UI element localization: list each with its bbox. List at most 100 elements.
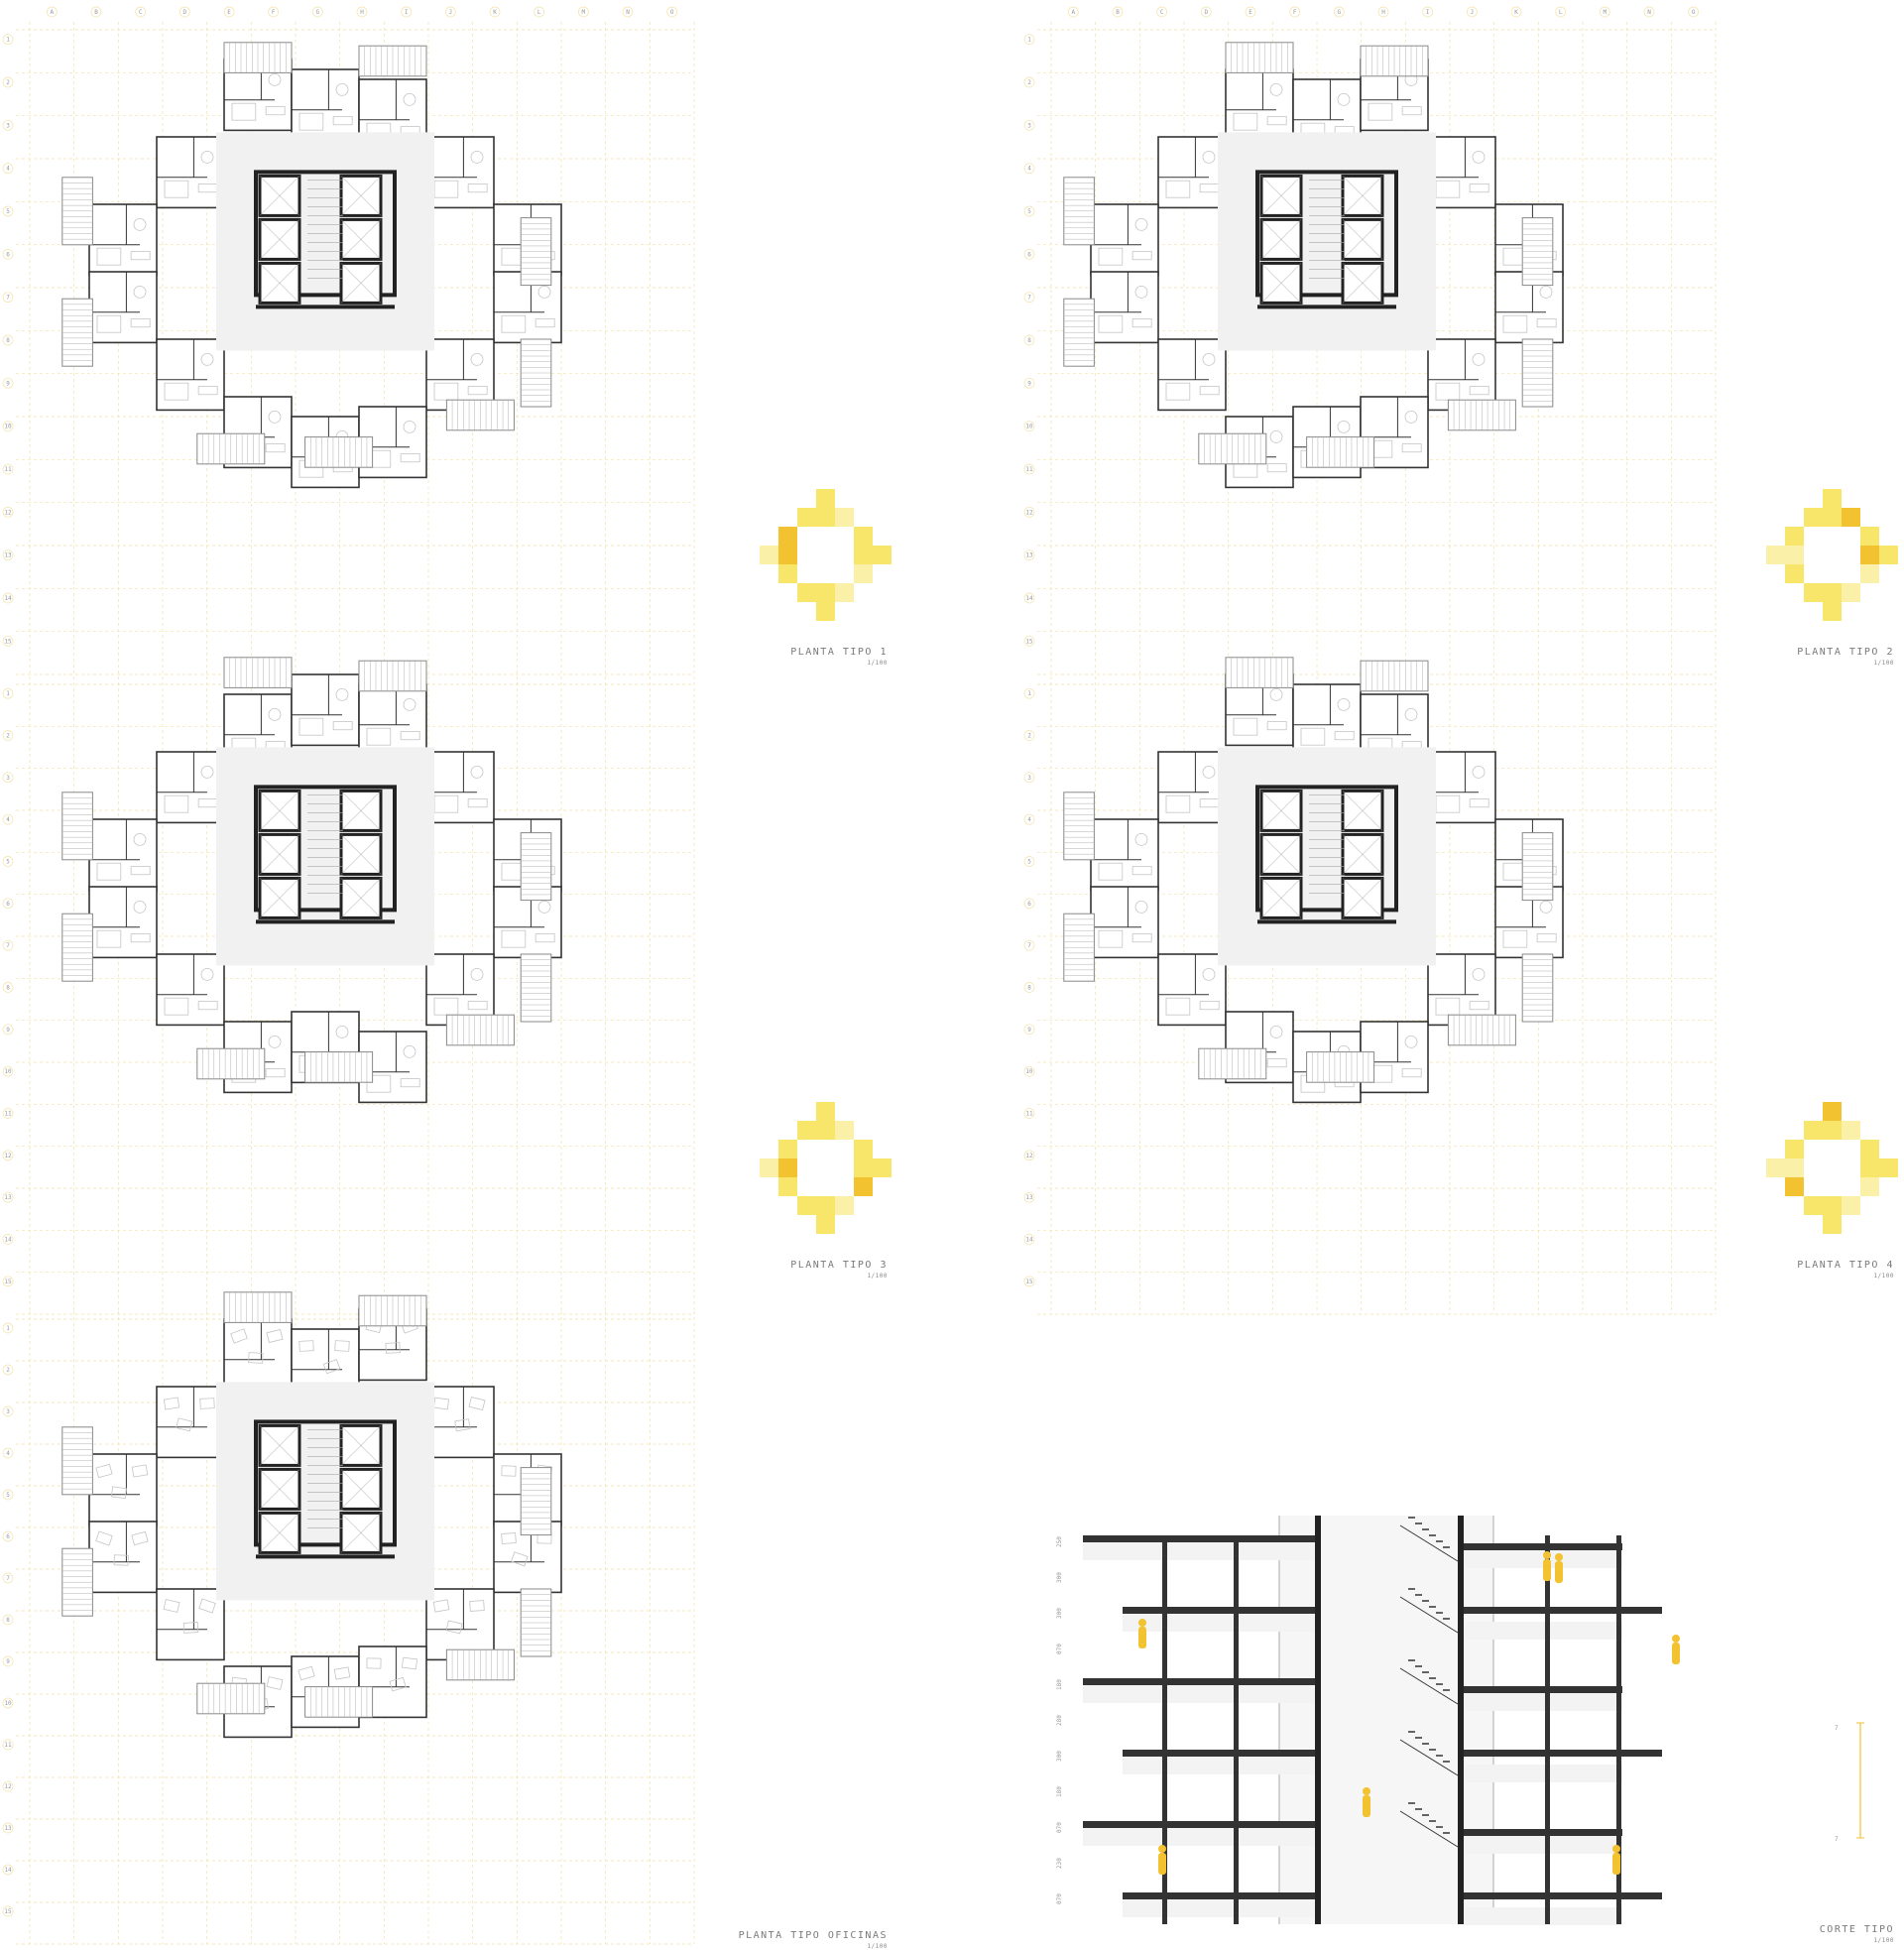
grid-bubble-row bbox=[1023, 506, 1035, 518]
grid-row-label: 3 bbox=[1027, 122, 1031, 129]
key-map-cell bbox=[1804, 583, 1823, 602]
plan-caption-tipo-1: PLANTA TIPO 1 1/100 bbox=[754, 647, 888, 667]
apartment-unit bbox=[425, 1588, 495, 1661]
sofa bbox=[1469, 386, 1489, 396]
person-figure bbox=[1158, 1845, 1166, 1875]
office-desk bbox=[163, 1599, 180, 1613]
grid-bubble-row bbox=[2, 1191, 14, 1203]
office-desk bbox=[445, 1620, 463, 1635]
table bbox=[1269, 688, 1283, 701]
shaft-cross bbox=[259, 878, 300, 918]
level-height-label: 180 bbox=[1056, 1679, 1063, 1690]
ceiling-shade bbox=[1083, 1542, 1315, 1560]
grid-bubble-column bbox=[1555, 6, 1567, 18]
grid-bubble-row bbox=[2, 1364, 14, 1376]
table bbox=[403, 698, 416, 711]
table bbox=[1202, 968, 1216, 981]
apartment-unit bbox=[88, 1453, 158, 1526]
key-map-cell bbox=[873, 1158, 892, 1177]
apartment-unit bbox=[1090, 818, 1159, 892]
grid-row-label: 2 bbox=[6, 1367, 10, 1374]
grid-row-label: 6 bbox=[1027, 901, 1031, 908]
grid-row-label: 13 bbox=[1025, 1194, 1033, 1201]
plan-scale: 1/100 bbox=[1873, 660, 1894, 667]
key-map-cell bbox=[797, 508, 816, 527]
grid-bubble-row bbox=[2, 856, 14, 867]
floor-slab bbox=[1464, 1686, 1622, 1693]
table bbox=[1134, 285, 1148, 299]
grid-bubble-row bbox=[1023, 549, 1035, 561]
grid-row-label: 9 bbox=[6, 1658, 10, 1665]
sofa bbox=[130, 251, 151, 261]
grid-row-label: 5 bbox=[6, 208, 10, 215]
key-map-cell bbox=[1823, 508, 1842, 527]
grid-column-label: O bbox=[670, 9, 674, 16]
grid-bubble-column bbox=[489, 6, 501, 18]
column bbox=[1162, 1535, 1167, 1924]
grid-bubble-row bbox=[1023, 813, 1035, 825]
grid-column-label: C bbox=[1160, 9, 1164, 16]
sofa bbox=[1266, 463, 1287, 473]
key-map-cell bbox=[1879, 546, 1898, 564]
ceiling-shade bbox=[1123, 1899, 1315, 1917]
grid-row-label: 11 bbox=[1025, 466, 1033, 473]
sofa bbox=[1401, 443, 1422, 453]
office-desk bbox=[131, 1530, 149, 1546]
bed bbox=[1165, 794, 1191, 813]
apartment-unit bbox=[156, 751, 225, 824]
shaft-cross bbox=[1260, 263, 1302, 304]
table bbox=[403, 1045, 416, 1058]
grid-column-label: A bbox=[51, 9, 55, 16]
grid-row-label: 13 bbox=[4, 1194, 12, 1201]
scale-bar: 7 7 bbox=[1835, 1722, 1864, 1843]
sofa bbox=[1266, 116, 1287, 126]
table bbox=[1539, 901, 1553, 914]
table bbox=[1337, 420, 1351, 433]
column bbox=[1234, 1535, 1239, 1924]
key-map-cell bbox=[1823, 1102, 1842, 1121]
floor-slab bbox=[1464, 1607, 1662, 1614]
grid-bubble-column bbox=[444, 6, 456, 18]
key-map-cell bbox=[1785, 564, 1804, 583]
key-map-cell bbox=[778, 527, 797, 546]
grid-column-label: G bbox=[316, 9, 320, 16]
level-height-label: 300 bbox=[1056, 1751, 1063, 1762]
person-body bbox=[1555, 1561, 1563, 1583]
terrace bbox=[196, 1682, 266, 1715]
grid-bubble-row bbox=[2, 205, 14, 217]
grid-row-label: 7 bbox=[6, 295, 10, 302]
grid-bubble-column bbox=[1200, 6, 1212, 18]
vertical-core bbox=[254, 1419, 397, 1559]
sofa bbox=[130, 318, 151, 328]
grid-bubble-column bbox=[1510, 6, 1522, 18]
grid-bubble-row bbox=[1023, 1024, 1035, 1036]
level-height-label: 280 bbox=[1056, 1715, 1063, 1726]
table bbox=[1134, 217, 1148, 231]
plan-caption-oficinas: PLANTA TIPO OFICINAS 1/100 bbox=[689, 1930, 888, 1950]
grid-row-label: 4 bbox=[1027, 816, 1031, 823]
bed bbox=[1165, 180, 1191, 198]
grid-bubble-row bbox=[1023, 856, 1035, 867]
key-map-cell bbox=[1842, 508, 1860, 527]
table bbox=[1269, 83, 1283, 96]
key-map-cell bbox=[1860, 546, 1879, 564]
vertical-core bbox=[1255, 170, 1398, 309]
grid-bubble-row bbox=[1023, 635, 1035, 647]
sofa bbox=[400, 453, 420, 463]
key-map-cell bbox=[816, 1196, 835, 1215]
key-map-cell bbox=[816, 602, 835, 621]
terrace bbox=[1198, 1047, 1267, 1080]
person-figure bbox=[1543, 1551, 1551, 1581]
office-desk bbox=[366, 1657, 382, 1669]
ceiling-shade bbox=[1464, 1836, 1622, 1854]
floor-slab bbox=[1464, 1829, 1622, 1836]
key-map bbox=[1766, 489, 1898, 621]
key-map-cell bbox=[1823, 1215, 1842, 1234]
circulation-floor bbox=[1218, 747, 1436, 966]
plan-scale: 1/100 bbox=[867, 660, 888, 667]
key-map-cell bbox=[1804, 1121, 1823, 1140]
key-map-cell bbox=[1766, 1158, 1785, 1177]
terrace bbox=[1063, 792, 1095, 861]
person-body bbox=[1612, 1853, 1620, 1875]
person-head bbox=[1555, 1553, 1563, 1561]
